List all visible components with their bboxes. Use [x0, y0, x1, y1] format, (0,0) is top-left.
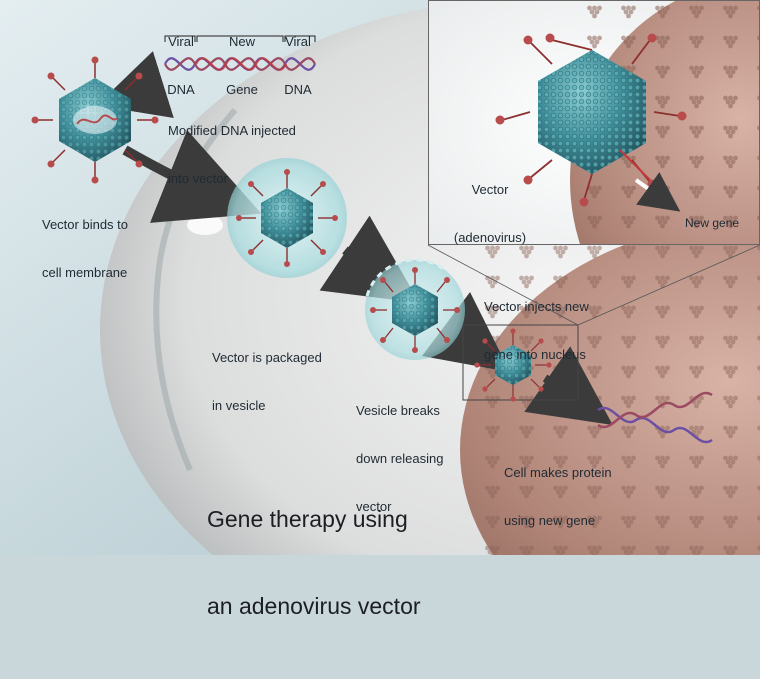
label-protein: Cell makes protein using new gene: [504, 433, 612, 561]
dna-label-new-gene-line2: Gene: [226, 82, 258, 97]
label-protein-line2: using new gene: [504, 513, 596, 528]
label-vesicle-breaks-line1: Vesicle breaks: [356, 403, 440, 418]
diagram-artwork: [0, 0, 760, 555]
inset-label-vector-line2: (adenovirus): [453, 230, 527, 245]
zoom-line-top: [577, 244, 760, 326]
dna-label-viral-right-line1: Viral: [285, 34, 311, 49]
vector-binding: [31, 56, 159, 184]
breaking-vesicle-with-vector: [365, 258, 465, 360]
label-binds: Vector binds to cell membrane: [42, 185, 128, 313]
dna-strip: [164, 57, 316, 71]
dna-label-viral-left-line2: DNA: [167, 82, 195, 97]
label-modified-dna: Modified DNA injected into vector: [168, 91, 296, 219]
inset-label-new-gene: New gene: [685, 216, 740, 230]
inset-vector: [495, 33, 687, 207]
dna-label-new-gene-line1: New: [228, 34, 255, 49]
dna-label-viral-right: Viral DNA: [280, 2, 316, 130]
arrow-membrane-to-vesicle: [122, 130, 262, 223]
label-injects-line1: Vector injects new: [484, 299, 589, 314]
label-injects: Vector injects new gene into nucleus: [484, 267, 589, 395]
diagram-canvas: Viral DNA New Gene Viral DNA Modified DN…: [0, 0, 760, 619]
label-modified-dna-line1: Modified DNA injected: [168, 123, 296, 138]
label-vesicle-breaks-line2: down releasing: [356, 451, 444, 466]
label-protein-line1: Cell makes protein: [504, 465, 612, 480]
zoom-line-bottom: [427, 244, 579, 326]
nucleus-dna-helix: [597, 391, 713, 444]
released-vector: [474, 328, 552, 402]
diagram-title-line2: an adenovirus vector: [207, 593, 421, 619]
inset-label-vector: Vector (adenovirus): [445, 150, 535, 278]
vesicle-with-vector: [227, 158, 347, 278]
label-packaged-line2: in vesicle: [212, 398, 266, 413]
diagram-title: Gene therapy using an adenovirus vector: [207, 447, 421, 679]
arrow-dna-to-vector: [96, 51, 174, 118]
dna-label-new-gene: New Gene: [222, 2, 262, 130]
dna-brackets: [164, 35, 316, 42]
label-vesicle-breaks-line3: vector: [356, 499, 392, 514]
label-modified-dna-line2: into vector: [168, 171, 228, 186]
diagram-title-line1: Gene therapy using: [207, 506, 408, 532]
dna-label-viral-right-line2: DNA: [284, 82, 312, 97]
label-packaged-line1: Vector is packaged: [212, 350, 322, 365]
label-binds-line1: Vector binds to: [42, 217, 128, 232]
dna-label-viral-left-line1: Viral: [168, 34, 194, 49]
dna-label-viral-left: Viral DNA: [164, 2, 198, 130]
inset-arrow-new-gene: [634, 172, 681, 212]
label-injects-line2: gene into nucleus: [484, 347, 586, 362]
zoom-box: [462, 324, 579, 401]
label-packaged: Vector is packaged in vesicle: [212, 318, 322, 446]
inset-panel: [428, 0, 760, 245]
inset-label-vector-line1: Vector: [471, 182, 509, 197]
label-binds-line2: cell membrane: [42, 265, 128, 280]
label-vesicle-breaks: Vesicle breaks down releasing vector: [356, 371, 443, 547]
nuclear-pores: [470, 230, 760, 555]
